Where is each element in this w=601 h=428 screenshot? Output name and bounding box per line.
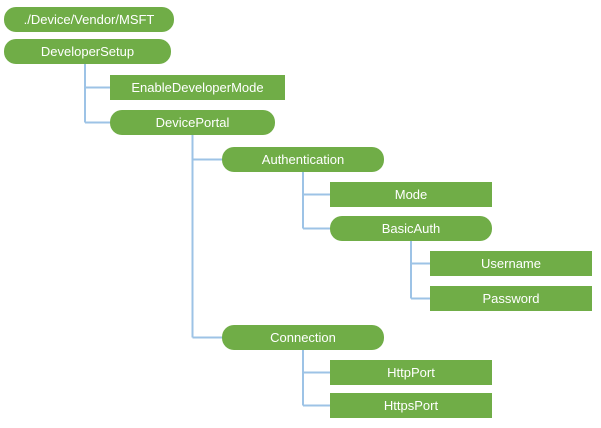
connector-authentication — [302, 172, 330, 230]
node-basicauth: BasicAuth — [330, 216, 492, 241]
connector-connection — [302, 350, 330, 407]
node-username: Username — [430, 251, 592, 276]
connector-deviceportal — [191, 135, 222, 339]
node-authentication: Authentication — [222, 147, 384, 172]
node-mode: Mode — [330, 182, 492, 207]
node-password: Password — [430, 286, 592, 311]
node-httpport: HttpPort — [330, 360, 492, 385]
connector-developersetup — [84, 64, 110, 124]
node-enabledevelopermode: EnableDeveloperMode — [110, 75, 285, 100]
node-developersetup: DeveloperSetup — [4, 39, 171, 64]
node-httpsport: HttpsPort — [330, 393, 492, 418]
node-device-vendor-msft: ./Device/Vendor/MSFT — [4, 7, 174, 32]
connector-basicauth — [410, 241, 430, 300]
node-connection: Connection — [222, 325, 384, 350]
node-deviceportal: DevicePortal — [110, 110, 275, 135]
